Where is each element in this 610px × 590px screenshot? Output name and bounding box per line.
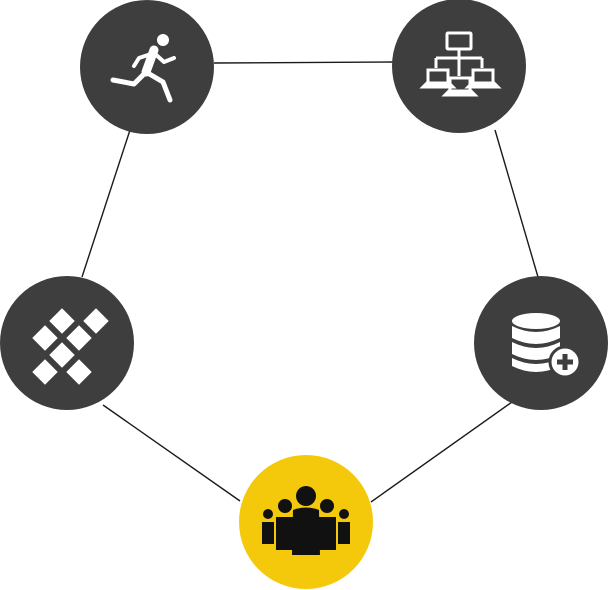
diamond-grid-icon	[32, 308, 109, 385]
node-network[interactable]	[392, 0, 526, 133]
connector-runner-network	[213, 61, 395, 64]
node-team[interactable]	[239, 455, 373, 589]
network-hierarchy-icon	[419, 31, 502, 97]
connector-team-diamonds	[102, 404, 241, 502]
node-diamonds[interactable]	[0, 276, 134, 410]
connector-network-database	[494, 129, 539, 278]
connector-diamonds-runner	[81, 129, 131, 278]
node-diamonds-circle	[0, 276, 134, 410]
connector-database-team	[370, 401, 513, 503]
node-database[interactable]	[474, 276, 608, 410]
runner-icon	[110, 34, 176, 103]
people-group-icon	[262, 486, 350, 555]
node-runner[interactable]	[80, 0, 214, 134]
database-add-icon	[512, 313, 582, 379]
connectors	[81, 61, 539, 503]
